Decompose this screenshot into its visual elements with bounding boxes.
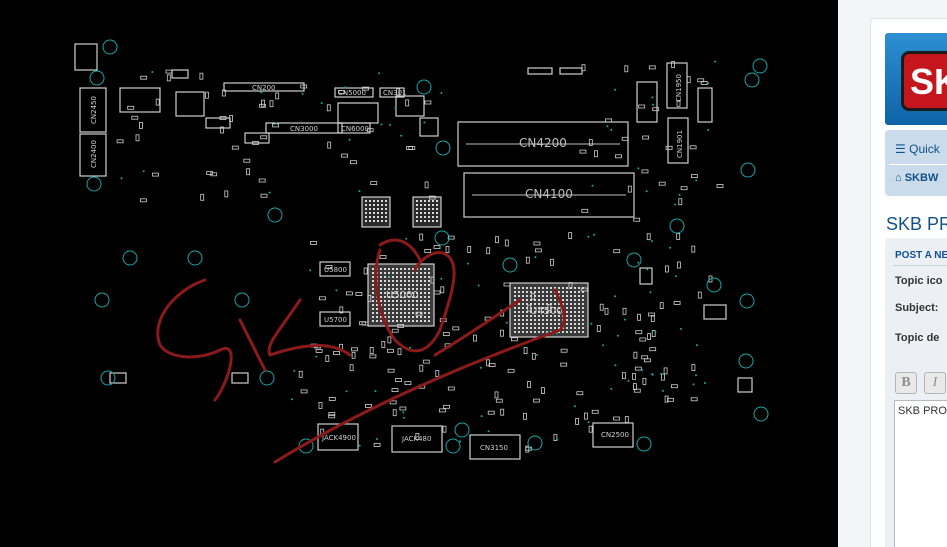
message-textarea[interactable]: SKB PRO <box>894 400 947 547</box>
home-icon: ⌂ <box>895 172 902 184</box>
quick-links-menu[interactable]: ☰ Quick <box>895 142 940 156</box>
label-cn1901: CN1901 <box>676 130 684 158</box>
pcb-layout-drawing: CN4200 CN4100 U4500 U5000 U5800 U5700 CN… <box>74 39 769 464</box>
label-cn3150: CN3150 <box>480 444 508 452</box>
breadcrumb-label: SKBW <box>904 172 939 184</box>
label-cn4100: CN4100 <box>525 187 573 201</box>
site-logo-text: SKB <box>901 51 947 111</box>
italic-button[interactable]: I <box>924 372 946 394</box>
forum-page: SKB ☰ Quick ⌂ SKBW SKB PR POST A NE Topi… <box>838 0 947 547</box>
post-form-divider <box>893 265 947 266</box>
connector-cn301[interactable] <box>379 87 405 98</box>
label-cn1950: CN1950 <box>675 74 683 102</box>
navbar: ☰ Quick ⌂ SKBW <box>885 130 947 196</box>
topic-description-label: Topic de <box>895 332 940 344</box>
chip-u5800[interactable] <box>319 261 351 277</box>
post-form-heading: POST A NE <box>895 250 947 261</box>
connector-cn1950[interactable] <box>666 62 688 109</box>
label-cn4200: CN4200 <box>519 136 567 150</box>
label-u4500: U4500 <box>530 306 563 317</box>
label-jack4900: JACK4900 <box>321 434 356 442</box>
connector-cn200[interactable] <box>223 82 305 92</box>
label-cn200: CN200 <box>252 84 276 92</box>
connector-cn2450[interactable] <box>79 87 107 133</box>
connector-cn2400[interactable] <box>79 133 107 177</box>
connector-cn2500[interactable] <box>592 422 634 448</box>
label-cn6000: CN6000 <box>341 125 369 133</box>
bold-button[interactable]: B <box>895 372 917 394</box>
connector-cn3150[interactable] <box>469 434 521 460</box>
connector-cn4100[interactable] <box>463 172 635 218</box>
label-jack480: JACK480 <box>401 435 431 443</box>
chip-u5000[interactable] <box>367 263 435 327</box>
connector-cn5000[interactable] <box>334 87 374 98</box>
hamburger-icon: ☰ <box>895 142 906 156</box>
label-u5000: U5000 <box>386 290 419 301</box>
connector-cn3000[interactable] <box>265 122 343 134</box>
handwritten-annotation <box>156 238 566 464</box>
breadcrumb-board-index[interactable]: ⌂ SKBW <box>895 172 938 184</box>
site-logo[interactable]: SKB <box>885 33 947 125</box>
label-cn2400: CN2400 <box>90 140 98 168</box>
page-title[interactable]: SKB PR <box>886 214 947 234</box>
label-cn5000: CN5000 <box>338 89 366 97</box>
label-cn301: CN301 <box>383 89 407 97</box>
label-cn3000: CN3000 <box>290 125 318 133</box>
label-cn2450: CN2450 <box>90 96 98 124</box>
topic-icon-label: Topic ico <box>895 275 943 287</box>
label-u5700: U5700 <box>324 316 347 324</box>
post-form: POST A NE Topic ico Subject: Topic de B … <box>885 238 947 547</box>
subject-label: Subject: <box>895 302 939 314</box>
jack-jack480[interactable] <box>391 425 443 453</box>
chip-u5700[interactable] <box>319 311 351 327</box>
label-u5800: U5800 <box>324 266 347 274</box>
label-cn2500: CN2500 <box>601 431 629 439</box>
pcb-boardview-canvas[interactable]: CN4200 CN4100 U4500 U5000 U5800 U5700 CN… <box>0 0 838 547</box>
connector-cn4200[interactable] <box>457 121 629 167</box>
nav-divider <box>889 164 947 165</box>
quick-links-label: Quick <box>909 142 940 156</box>
connector-cn1901[interactable] <box>667 117 689 164</box>
